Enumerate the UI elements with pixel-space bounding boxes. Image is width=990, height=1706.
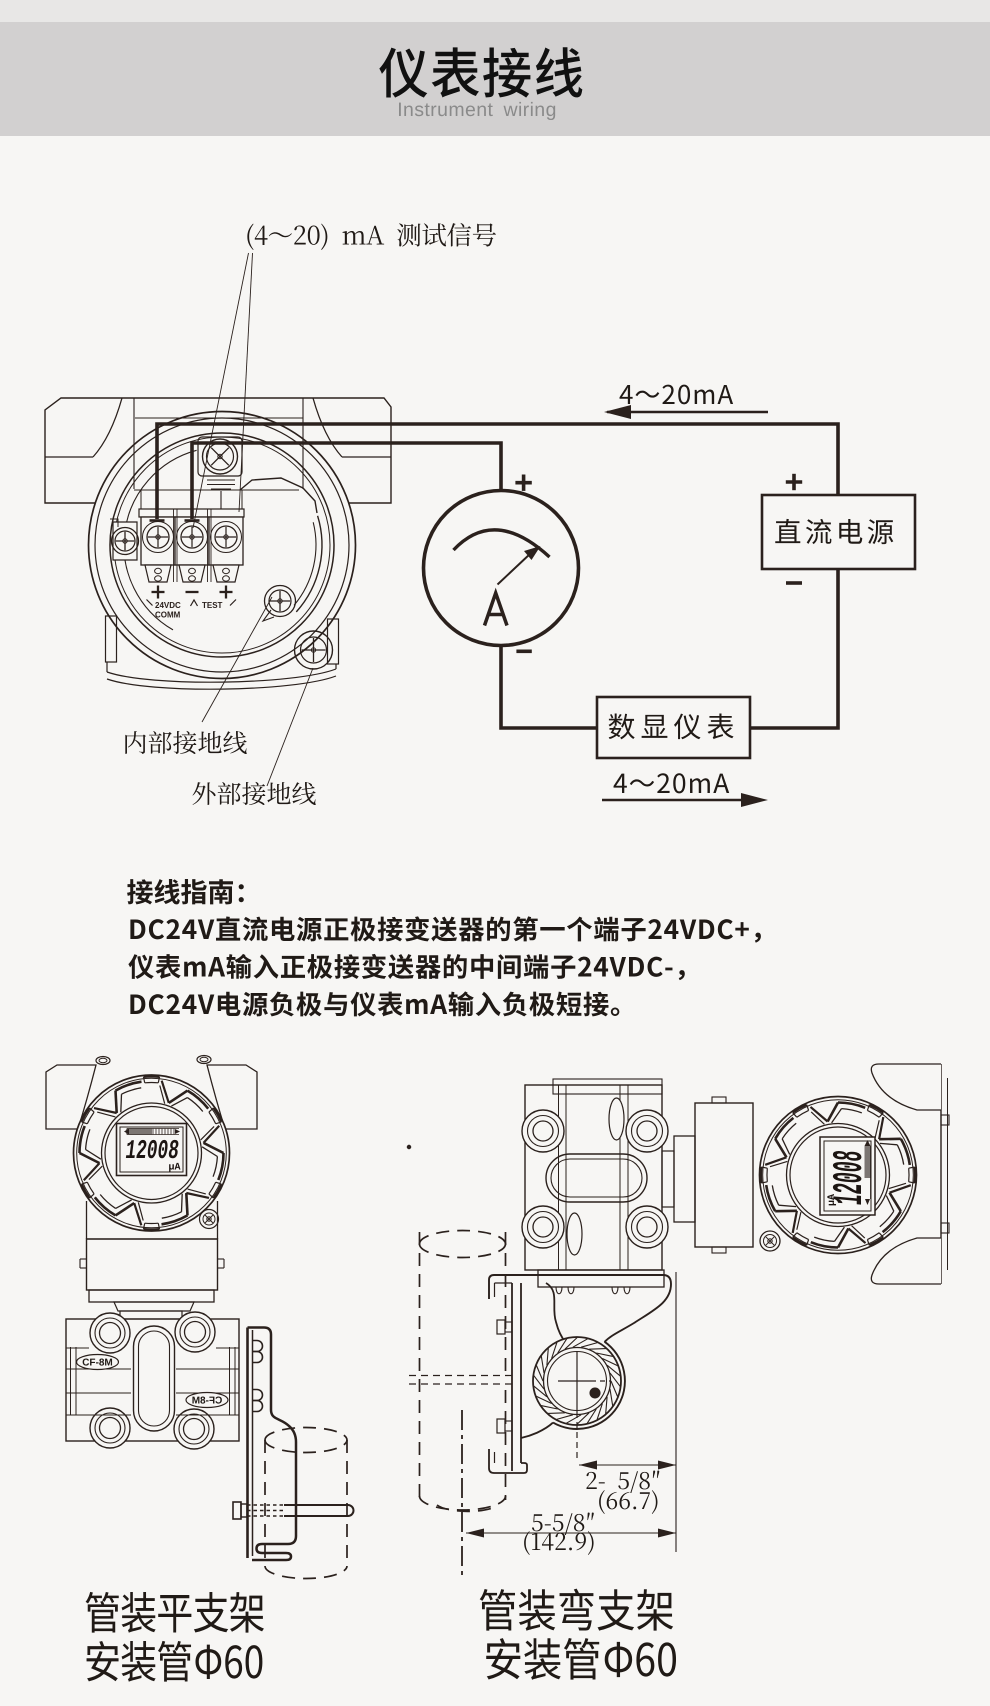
svg-text:24VDC: 24VDC — [155, 601, 181, 610]
svg-text:TEST: TEST — [202, 601, 223, 610]
svg-text:COMM: COMM — [155, 611, 181, 620]
